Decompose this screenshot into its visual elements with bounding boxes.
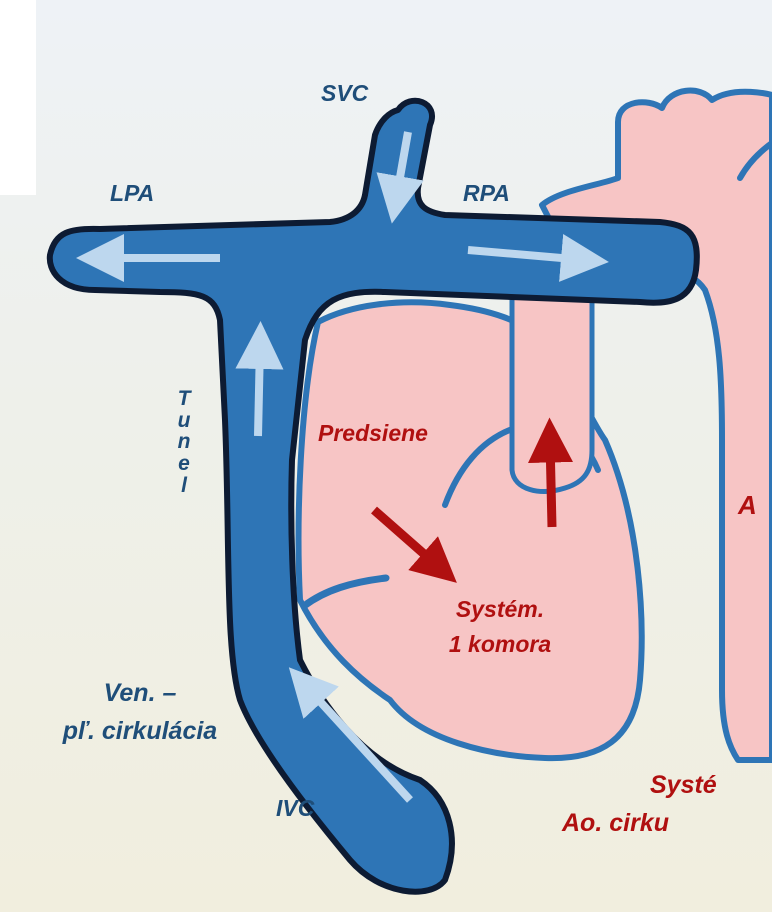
systemic-circulation-line1: Systé [650, 770, 717, 800]
tunel-letter: u [178, 410, 191, 432]
venous-circulation-line2: pľ. cirkulácia [28, 716, 252, 746]
ivc-label: IVC [276, 795, 314, 823]
systemic-circulation-line2: Ao. cirku [562, 808, 669, 838]
tunel-letter: T [178, 388, 191, 410]
ventricle-label-line1: Systém. [412, 596, 588, 624]
tunel-vertical-label: T u n e l [174, 388, 194, 496]
venous-circulation-line1: Ven. – [28, 678, 252, 708]
rpa-label: RPA [463, 180, 510, 208]
ventricle-label: Systém. 1 komora [412, 596, 588, 658]
tunel-letter: e [178, 453, 190, 475]
venous-circulation-label: Ven. – pľ. cirkulácia [28, 678, 252, 746]
tunel-letter: n [178, 431, 191, 453]
aorta-label-partial: A [738, 490, 757, 521]
ventricle-outflow-arrow [550, 440, 552, 527]
tunel-letter: l [181, 475, 187, 497]
tunnel-flow-arrow [258, 345, 260, 436]
ventricle-label-line2: 1 komora [412, 631, 588, 659]
predsiene-label: Predsiene [318, 420, 428, 448]
lpa-label: LPA [110, 180, 154, 208]
svc-label: SVC [321, 80, 368, 108]
